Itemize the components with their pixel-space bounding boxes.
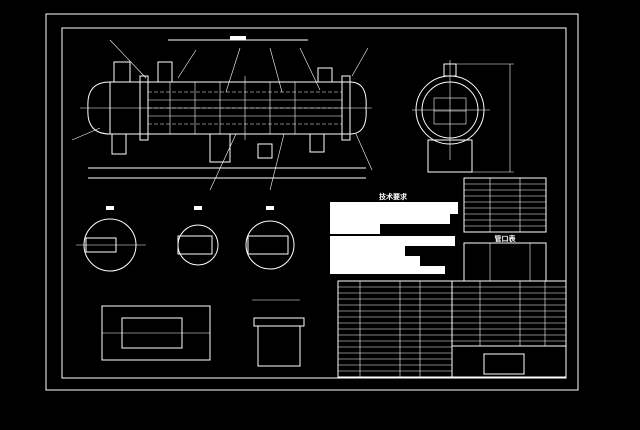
nozzle-table-title: 管口表: [495, 234, 517, 243]
outer-frame: [45, 13, 579, 391]
detail-views: [76, 206, 305, 367]
exchanger-elevation: [71, 36, 373, 191]
design-data-table: [463, 177, 547, 233]
inner-frame: [61, 27, 567, 379]
exchanger-side-view: [412, 60, 514, 173]
nozzle-table: [463, 242, 547, 282]
tech-requirements-title: 技术要求: [379, 192, 408, 201]
title-block: [483, 353, 525, 375]
tech-requirements-text: [330, 202, 458, 274]
